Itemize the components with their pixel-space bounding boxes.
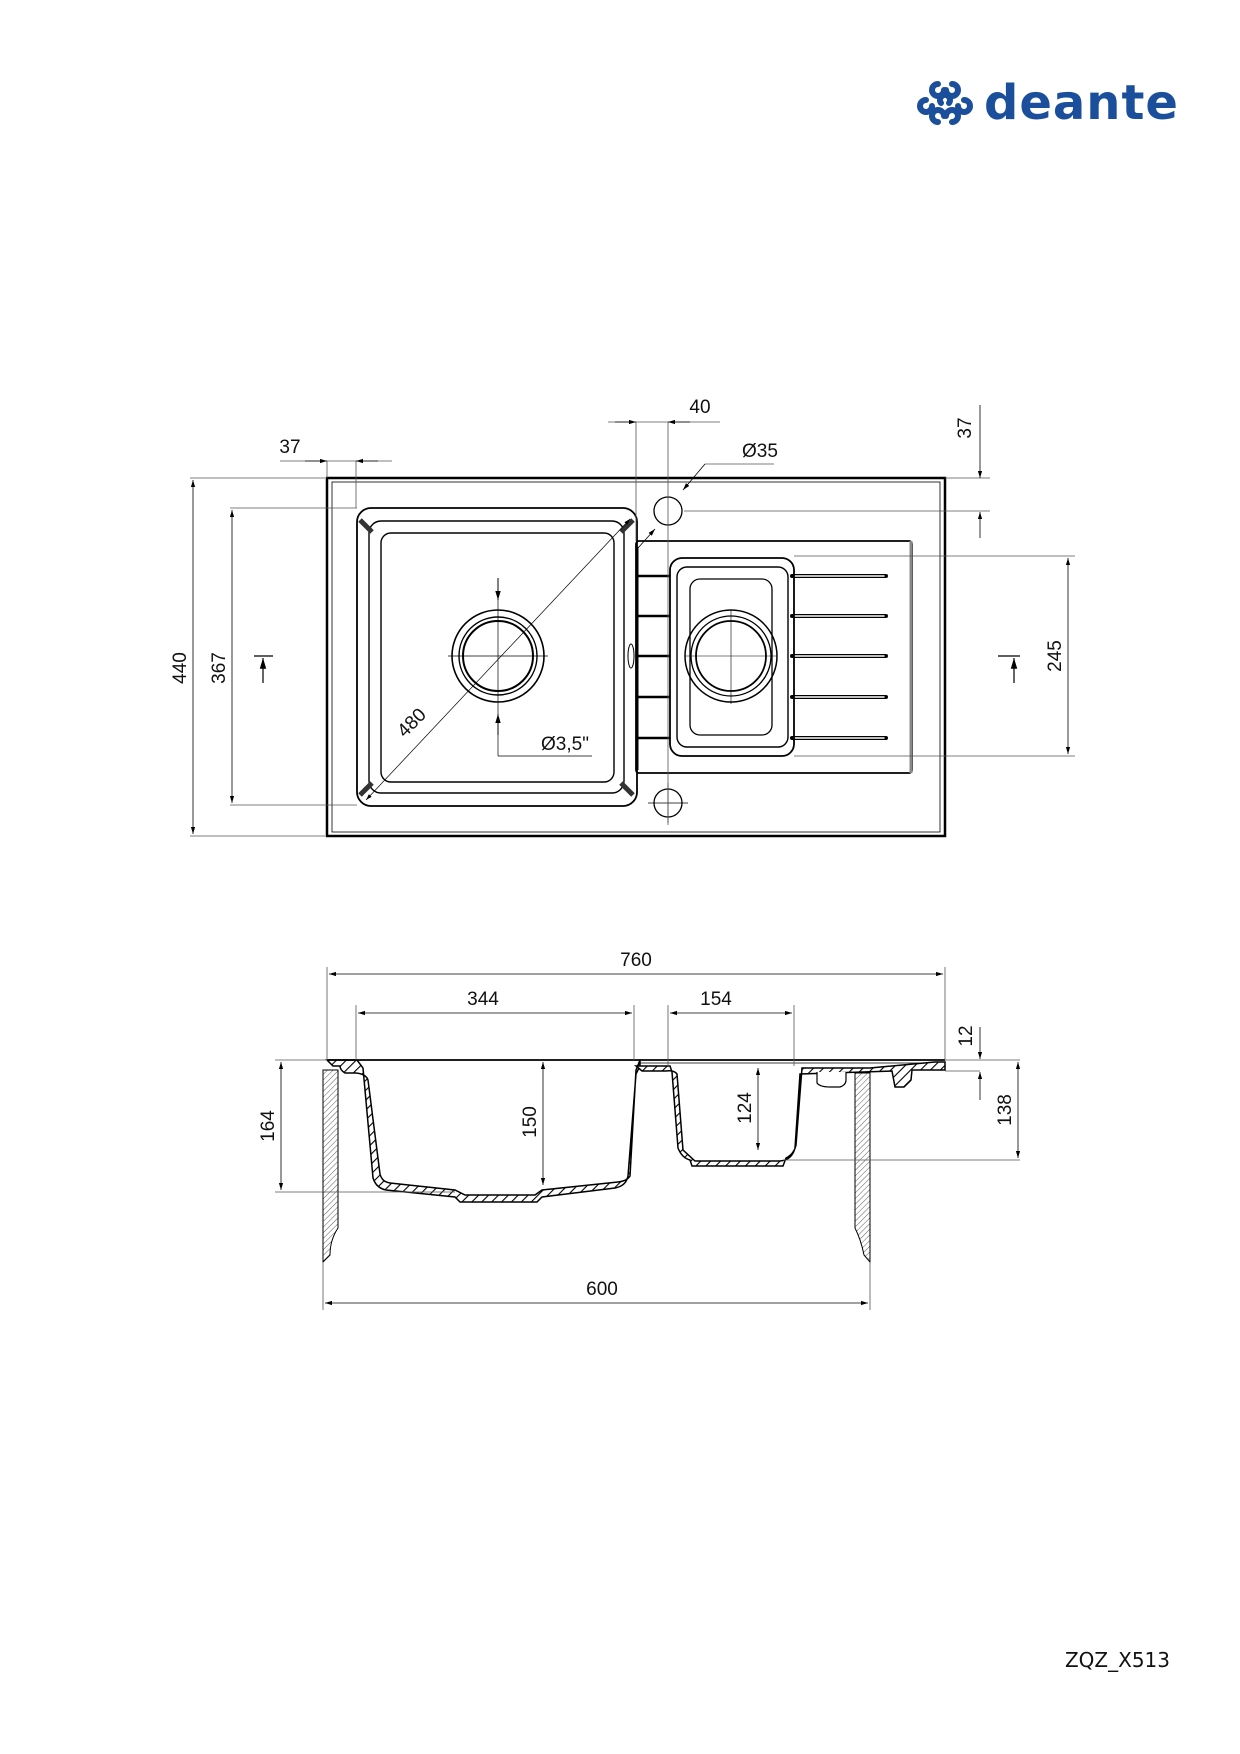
dim-right-height: 138 — [995, 1094, 1016, 1126]
dim-overall-depth: 440 — [170, 652, 191, 684]
dim-small-bowl-depth: 124 — [735, 1092, 756, 1124]
dim-main-bowl-depth: 150 — [520, 1106, 541, 1138]
dim-overall-width: 760 — [620, 950, 652, 971]
product-code: ZQZ_X513 — [1064, 1648, 1170, 1672]
dim-rim-thickness: 12 — [956, 1025, 977, 1046]
dim-cabinet-width: 600 — [586, 1279, 618, 1300]
section-view: 760 344 154 12 164 150 124 138 600 — [258, 950, 1021, 1310]
dim-bowl-depth: 367 — [209, 652, 230, 684]
small-bowl-section — [633, 1061, 946, 1167]
dim-top-offset: 37 — [955, 417, 976, 438]
dim-small-bowl-width: 154 — [700, 989, 732, 1010]
dim-main-bowl-width: 344 — [467, 989, 499, 1010]
dim-bowl-diagonal: 480 — [393, 704, 430, 741]
main-bowl — [356, 507, 638, 807]
cabinet-wall-right — [854, 1072, 871, 1264]
dim-drain-diameter: Ø3,5" — [541, 734, 589, 755]
dim-left-offset: 37 — [279, 437, 300, 458]
main-bowl-section — [325, 1059, 641, 1203]
drainer-area — [627, 540, 913, 774]
brand-logo: deante — [916, 74, 1179, 132]
cabinet-wall-left — [322, 1069, 339, 1264]
dim-overall-height: 164 — [258, 1110, 279, 1142]
deante-logo-icon — [917, 81, 973, 125]
brand-name: deante — [984, 75, 1179, 131]
dim-tap-hole-offset: 40 — [689, 397, 710, 418]
dim-small-bowl-depth: 245 — [1045, 640, 1066, 672]
dim-tap-hole-diameter: Ø35 — [742, 441, 778, 462]
small-bowl — [669, 557, 795, 757]
top-view: 440 367 37 40 37 Ø35 480 Ø3,5" 245 — [170, 397, 1075, 838]
